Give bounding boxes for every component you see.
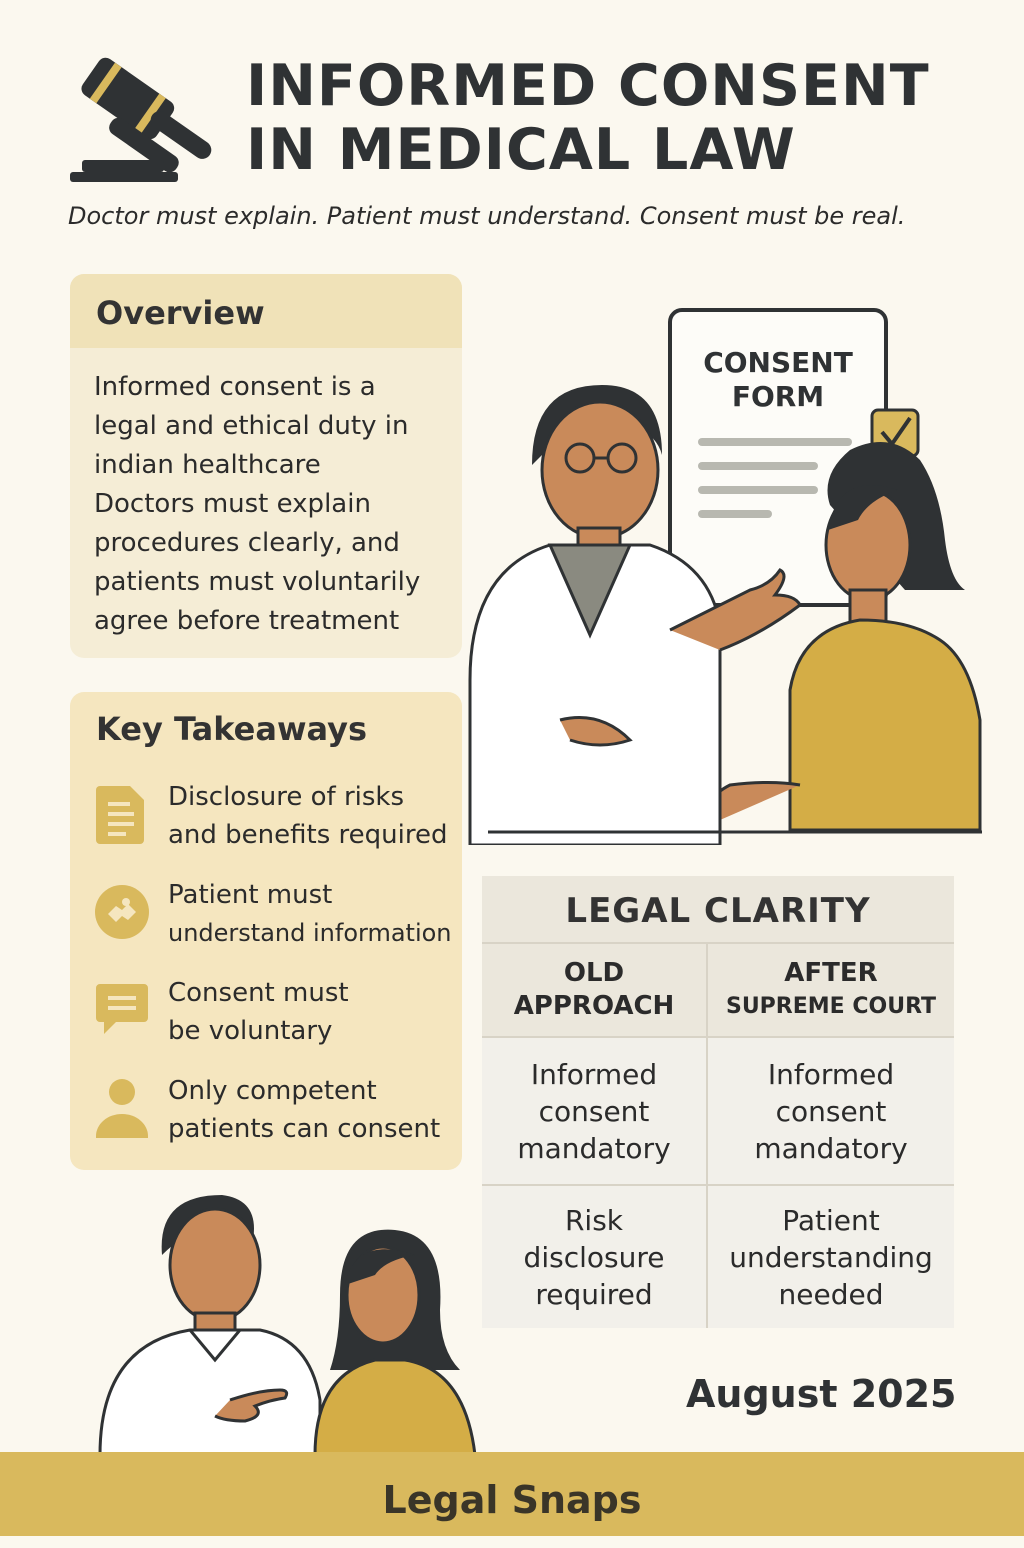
cell-line: Informed: [767, 1057, 895, 1091]
overview-line: legal and ethical duty in: [94, 411, 409, 441]
man-illustration: [98, 1195, 322, 1455]
table-divider: [482, 942, 954, 944]
key-takeaways-card: Key Takeaways Disclosure of risks and be…: [70, 692, 462, 1170]
overview-line: patients must voluntarily: [94, 567, 421, 597]
woman-illustration: [313, 1229, 477, 1455]
consent-form-line-1: CONSENT: [703, 346, 853, 379]
doctor-illustration: [468, 385, 802, 845]
tagline: Doctor must explain. Patient must unders…: [68, 202, 906, 230]
takeaway-line-2: understand information: [168, 919, 452, 947]
table-divider: [706, 942, 708, 1328]
overview-heading: Overview: [70, 274, 462, 348]
patient-illustration: [710, 442, 982, 832]
cell-line: consent: [538, 1094, 650, 1128]
takeaway-item: Consent must be voluntary: [94, 974, 464, 1054]
overview-line: agree before treatment: [94, 606, 400, 636]
title-line-1: INFORMED CONSENT: [246, 53, 930, 119]
overview-line: indian healthcare: [94, 450, 321, 480]
person-icon: [96, 1079, 148, 1138]
document-icon: [96, 786, 144, 844]
column-header-line: AFTER: [784, 958, 878, 988]
cell-line: needed: [778, 1277, 884, 1311]
overview-line: Doctors must explain: [94, 489, 371, 519]
cell-line: required: [535, 1277, 653, 1311]
consent-form-line-2: FORM: [732, 380, 824, 413]
table-divider: [482, 1184, 954, 1186]
takeaway-line-1: Only competent: [168, 1076, 377, 1106]
column-header-line: OLD: [563, 958, 625, 988]
overview-line: Informed consent is a: [94, 372, 376, 402]
cell-line: Informed: [530, 1057, 658, 1091]
takeaway-line-1: Patient must: [168, 880, 333, 910]
column-header-line: SUPREME COURT: [725, 994, 937, 1019]
speech-bubble-icon: [96, 984, 148, 1034]
overview-body: Informed consent is a legal and ethical …: [70, 348, 462, 641]
overview-line: procedures clearly, and: [94, 528, 400, 558]
takeaway-line-1: Consent must: [168, 978, 349, 1008]
takeaway-item: Only competent patients can consent: [94, 1072, 464, 1152]
column-header-new: AFTER SUPREME COURT: [708, 944, 954, 1036]
takeaway-line-2: and benefits required: [168, 820, 448, 850]
cell-line: consent: [775, 1094, 887, 1128]
takeaway-item: Patient must understand information: [94, 876, 464, 956]
takeaway-line-2: be voluntary: [168, 1016, 333, 1046]
takeaway-line-2: patients can consent: [168, 1114, 441, 1144]
doctor-patient-illustration: CONSENT FORM: [468, 308, 982, 845]
takeaway-line-1: Disclosure of risks: [168, 782, 405, 812]
legal-clarity-title: LEGAL CLARITY: [482, 876, 954, 942]
table-divider: [482, 1036, 954, 1038]
cell-line: mandatory: [517, 1131, 671, 1165]
title-line-2: IN MEDICAL LAW: [246, 117, 796, 183]
cell-line: mandatory: [754, 1131, 908, 1165]
page-title: INFORMED CONSENT IN MEDICAL LAW: [246, 54, 1006, 182]
date-label: August 2025: [686, 1372, 957, 1416]
cell-line: Patient: [782, 1203, 880, 1237]
cell-line: disclosure: [523, 1240, 665, 1274]
key-takeaways-heading: Key Takeaways: [96, 710, 368, 748]
takeaway-item: Disclosure of risks and benefits require…: [94, 778, 464, 858]
column-header-line: APPROACH: [513, 991, 675, 1021]
cell-line: understanding: [729, 1240, 933, 1274]
gavel-icon: [70, 57, 212, 182]
man-woman-illustration: [98, 1195, 477, 1455]
overview-card: Overview Informed consent is a legal and…: [70, 274, 462, 658]
footer-brand: Legal Snaps: [0, 1452, 1024, 1536]
cell-line: Risk: [564, 1203, 624, 1237]
handshake-icon: [95, 885, 149, 939]
